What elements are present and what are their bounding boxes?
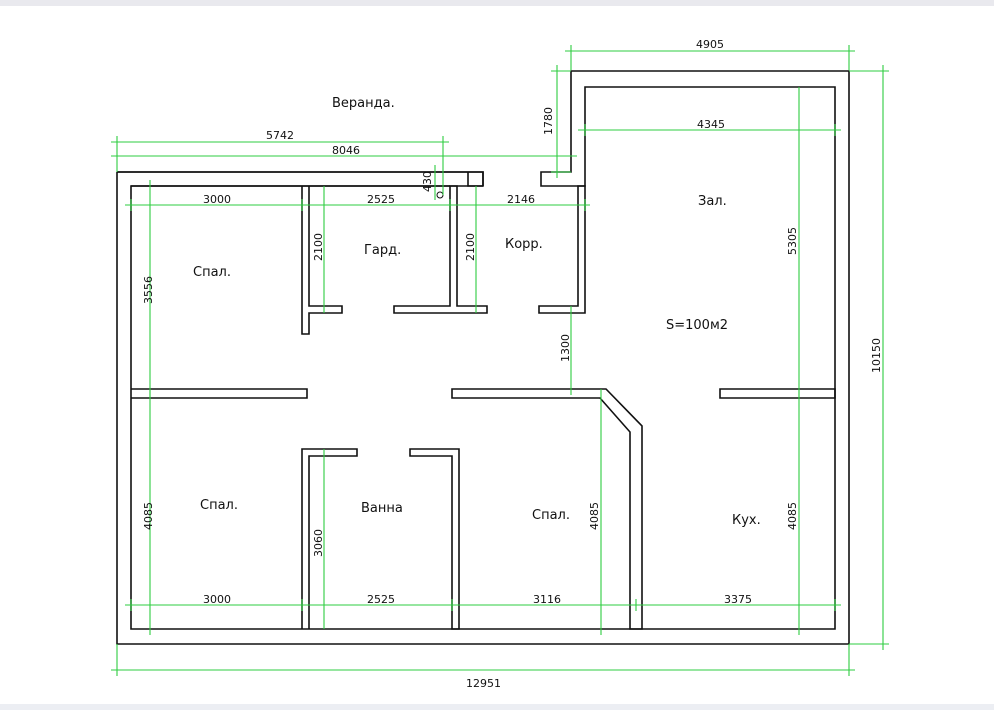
dim-4905: 4905 xyxy=(696,38,724,51)
bathroom-right-wall xyxy=(409,448,460,630)
dim-10150: 10150 xyxy=(870,338,883,373)
label-kitchen: Кух. xyxy=(732,513,761,528)
label-wardrobe: Гард. xyxy=(364,243,401,258)
dim-4085-left: 4085 xyxy=(142,502,155,530)
wall-horizontal-left xyxy=(131,388,308,399)
label-bathroom: Ванна xyxy=(361,501,403,516)
dim-1780: 1780 xyxy=(542,107,555,135)
room-labels: Веранда. Спал. Гард. Корр. Зал. S=100м2 … xyxy=(193,96,761,528)
veranda-wall xyxy=(117,171,484,187)
label-bedroom-bottom-mid: Спал. xyxy=(532,508,570,523)
dim-3375: 3375 xyxy=(724,593,752,606)
label-veranda: Веранда. xyxy=(332,96,395,111)
dim-2100-right: 2100 xyxy=(464,233,477,261)
dim-4085-right: 4085 xyxy=(786,502,799,530)
wardrobe-right-wall xyxy=(393,185,488,314)
dim-1300: 1300 xyxy=(559,334,572,362)
dim-2100-left: 2100 xyxy=(312,233,325,261)
dim-5742: 5742 xyxy=(266,129,294,142)
dim-2146: 2146 xyxy=(507,193,535,206)
dimension-labels: 4905 4345 1780 5742 8046 430 3000 2525 2… xyxy=(142,38,883,690)
dim-3060: 3060 xyxy=(312,529,325,557)
bathroom-left-wall xyxy=(301,448,358,629)
label-corridor: Корр. xyxy=(505,237,543,252)
label-area: S=100м2 xyxy=(666,318,728,333)
dim-3000-bottom: 3000 xyxy=(203,593,231,606)
dim-8046: 8046 xyxy=(332,144,360,157)
dim-2525-top: 2525 xyxy=(367,193,395,206)
label-bedroom-top-left: Спал. xyxy=(193,265,231,280)
dim-430: 430 xyxy=(421,171,434,192)
top-border-strip xyxy=(0,0,994,6)
wardrobe-left-wall xyxy=(301,186,343,335)
dim-4345: 4345 xyxy=(697,118,725,131)
bottom-border-strip xyxy=(0,704,994,710)
marker-circle xyxy=(436,191,444,199)
label-hall: Зал. xyxy=(698,194,727,209)
wall-horizontal-middle xyxy=(451,388,643,630)
dim-4085-mid: 4085 xyxy=(588,502,601,530)
dim-3556: 3556 xyxy=(142,276,155,304)
outer-wall-outline xyxy=(116,70,850,645)
dim-2525-bottom: 2525 xyxy=(367,593,395,606)
dim-3000-top: 3000 xyxy=(203,193,231,206)
label-bedroom-bottom-left: Спал. xyxy=(200,498,238,513)
corridor-right-wall xyxy=(538,185,586,314)
dim-3116: 3116 xyxy=(533,593,561,606)
dimension-lines xyxy=(111,45,889,676)
dim-5305: 5305 xyxy=(786,227,799,255)
dim-12951: 12951 xyxy=(466,677,501,690)
wall-horizontal-right xyxy=(719,388,836,399)
walls xyxy=(116,70,850,645)
